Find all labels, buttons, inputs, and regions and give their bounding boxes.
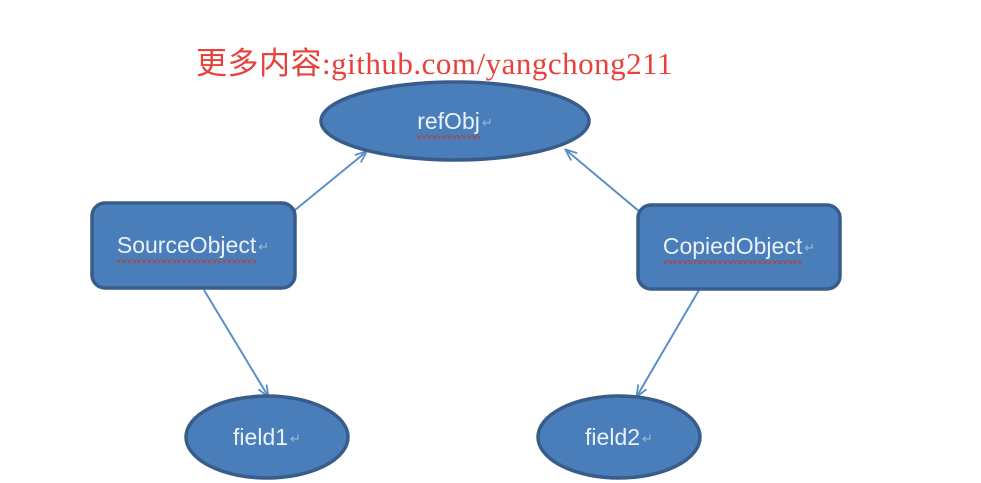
pilcrow-mark-field1: ↵ xyxy=(290,431,301,446)
node-field2[interactable] xyxy=(536,394,702,480)
pilcrow-mark-field2: ↵ xyxy=(642,431,653,446)
node-sourceobject[interactable] xyxy=(90,201,297,290)
node-label-sourceobject-text: SourceObject xyxy=(116,232,257,263)
edge-source-to-refobj xyxy=(294,150,368,211)
watermark-text: 更多内容:github.com/yangchong211 xyxy=(196,46,673,81)
connector-group xyxy=(203,148,700,398)
node-label-refobj: refObj↵ xyxy=(355,108,555,139)
node-label-refobj-text: refObj xyxy=(417,108,480,139)
node-field1[interactable] xyxy=(184,394,350,480)
node-label-field2: field2↵ xyxy=(519,424,719,451)
node-refobj[interactable] xyxy=(319,80,591,162)
edge-copied-to-field2 xyxy=(635,289,700,398)
node-label-sourceobject: SourceObject↵ xyxy=(93,232,293,263)
edge-source-to-field1 xyxy=(203,289,270,398)
node-label-field2-text: field2 xyxy=(585,424,641,450)
edge-copied-to-refobj xyxy=(564,148,641,213)
node-label-copiedobject: CopiedObject↵ xyxy=(639,233,839,264)
pilcrow-mark-sourceobject: ↵ xyxy=(258,239,270,254)
pilcrow-mark-refobj: ↵ xyxy=(481,115,493,130)
node-label-field1-text: field1 xyxy=(233,424,289,450)
pilcrow-mark-copiedobject: ↵ xyxy=(804,240,816,255)
node-label-copiedobject-text: CopiedObject xyxy=(662,233,803,264)
node-label-field1: field1↵ xyxy=(167,424,367,451)
node-copiedobject[interactable] xyxy=(636,203,842,291)
